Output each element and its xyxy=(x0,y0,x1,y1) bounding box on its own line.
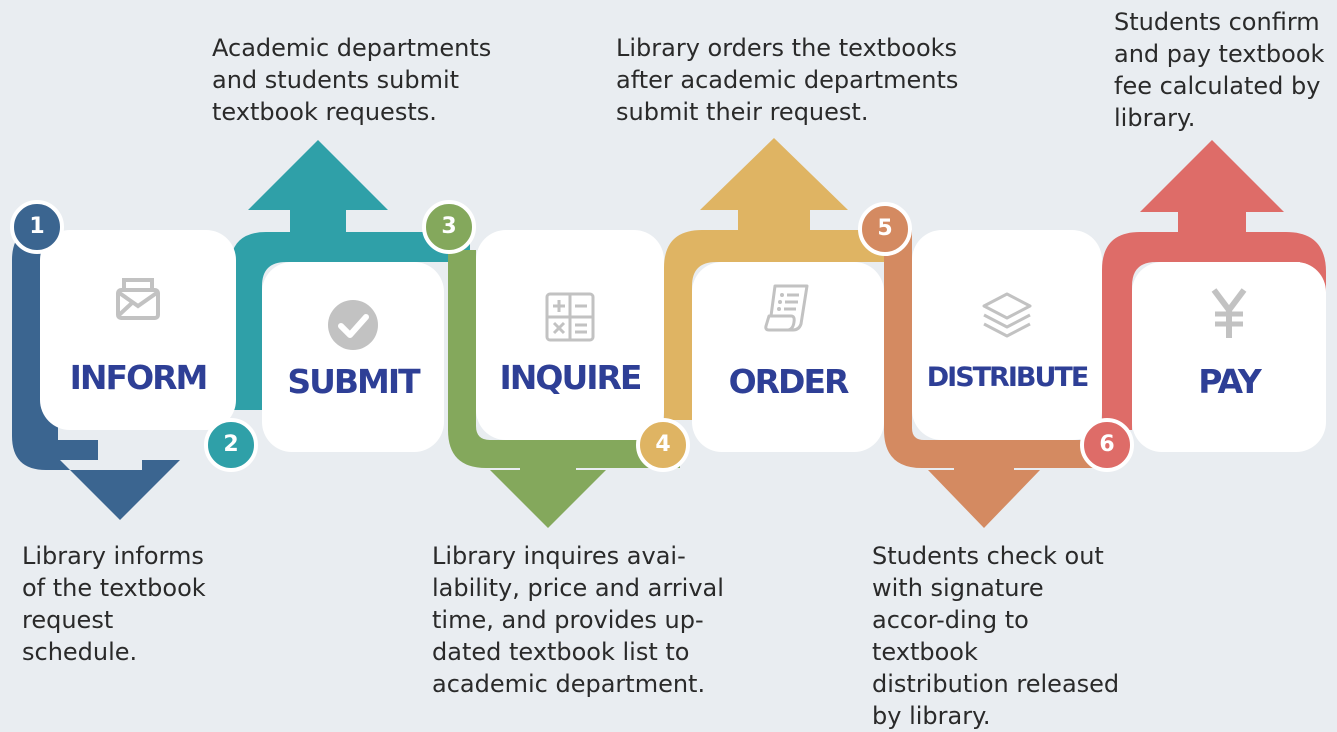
step-description-inquire: Library inquires avai-lability, price an… xyxy=(432,542,724,698)
receipt-icon xyxy=(764,284,809,332)
check-circle-icon xyxy=(328,300,378,350)
order-flow-band xyxy=(664,138,884,420)
step-description-distribute: Students check out with signature accor-… xyxy=(872,542,1120,730)
step-badge-1: 1 xyxy=(10,200,64,254)
inquire-flow-band xyxy=(448,250,680,528)
step-description-submit: Academic departments and students submit… xyxy=(212,34,492,126)
step-card-inquire: INQUIRE xyxy=(476,230,664,440)
step-description-order: Library orders the textbooks after acade… xyxy=(616,34,959,126)
distribute-flow-band xyxy=(884,230,1110,528)
step-badge-2: 2 xyxy=(204,418,258,472)
pay-flow-band xyxy=(1102,140,1326,430)
step-card-submit: SUBMIT xyxy=(262,262,444,452)
step-label-distribute: DISTRIBUTE xyxy=(926,362,1090,393)
submit-flow-band xyxy=(230,140,470,410)
step-label-inquire: INQUIRE xyxy=(499,358,643,397)
layers-icon xyxy=(982,292,1032,338)
calculator-icon xyxy=(545,292,595,342)
step-card-inform: INFORM xyxy=(40,230,236,430)
step-card-distribute: DISTRIBUTE xyxy=(912,230,1102,440)
step-label-inform: INFORM xyxy=(69,358,209,397)
yen-icon xyxy=(1211,288,1247,338)
step-label-order: ORDER xyxy=(728,362,850,401)
envelope-icon xyxy=(116,278,160,320)
step-description-inform: Library informs of the textbook request … xyxy=(22,542,206,666)
step-badge-6: 6 xyxy=(1080,418,1134,472)
step-badge-4: 4 xyxy=(636,418,690,472)
step-card-order: ORDER xyxy=(692,262,884,452)
step-description-pay: Students confirm and pay textbook fee ca… xyxy=(1114,8,1325,132)
step-label-submit: SUBMIT xyxy=(287,362,420,401)
step-badge-5: 5 xyxy=(858,202,912,256)
step-card-pay: PAY xyxy=(1132,262,1326,452)
step-label-pay: PAY xyxy=(1198,362,1261,401)
step-badge-3: 3 xyxy=(422,200,476,254)
